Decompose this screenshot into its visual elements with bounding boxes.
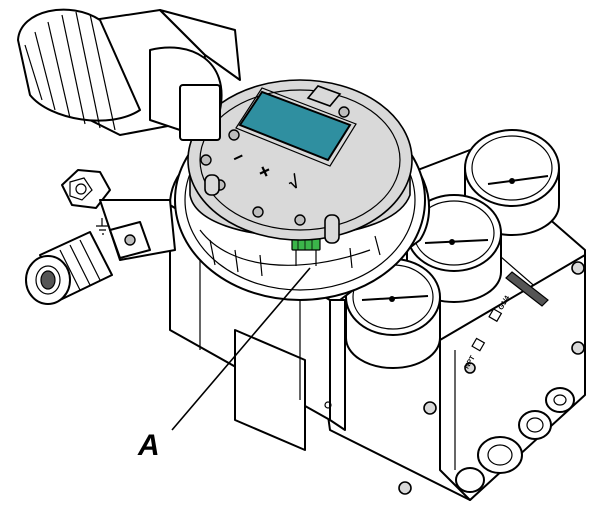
callout-label: A [137, 429, 160, 462]
rotary-knob [17, 8, 241, 141]
outlet-ports [455, 387, 575, 493]
gauge-top [464, 129, 560, 236]
callout: A [137, 267, 311, 462]
ground-terminal [96, 218, 151, 259]
block-slot [505, 271, 549, 307]
hex-nut [61, 169, 111, 209]
electronics-area [199, 229, 381, 277]
cover-button[interactable] [306, 85, 342, 107]
lcd-display [235, 87, 357, 167]
leader-line [171, 267, 311, 431]
cable-gland [25, 231, 113, 305]
cover-screws [200, 106, 350, 226]
block-screws [398, 261, 585, 495]
latch-posts [204, 174, 340, 244]
